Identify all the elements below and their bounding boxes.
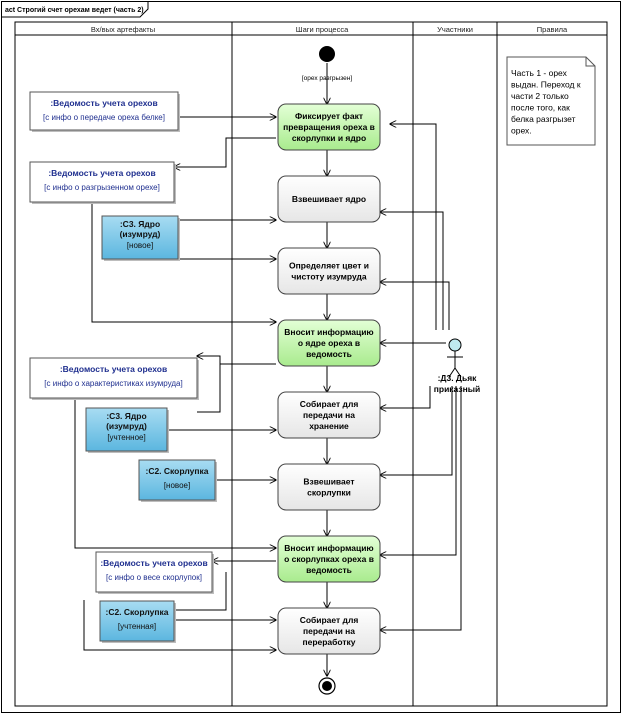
lane-title-artifacts: Вх/вых артефакты bbox=[91, 25, 155, 34]
object-box[interactable] bbox=[101, 215, 179, 260]
note-line: Часть 1 - орех bbox=[511, 68, 568, 78]
object-state: [новое] bbox=[127, 241, 153, 250]
action-box[interactable] bbox=[277, 607, 381, 655]
action-label: передачи на bbox=[303, 626, 355, 636]
action-label: ведомость bbox=[306, 565, 352, 575]
action-label: хранение bbox=[309, 421, 349, 431]
action-label: Взвешивает bbox=[303, 477, 354, 487]
action-label: скорлупки bbox=[307, 488, 351, 498]
object-node[interactable]: :Ведомость учета орехов [с инфо о характе… bbox=[29, 357, 199, 400]
object-node[interactable]: :С2. Скорлупка [новое] bbox=[138, 459, 217, 502]
object-name: :С2. Скорлупка bbox=[145, 466, 208, 476]
action-box[interactable] bbox=[277, 535, 381, 583]
lane-title-steps: Шаги процесса bbox=[296, 25, 349, 34]
object-box[interactable] bbox=[95, 551, 213, 593]
note-fold bbox=[585, 57, 595, 67]
action-label: передачи на bbox=[303, 410, 355, 420]
action-box[interactable] bbox=[277, 463, 381, 511]
action-box[interactable] bbox=[277, 247, 381, 295]
note-line: белка разгрызет bbox=[511, 114, 576, 124]
object-name: :Ведомость учета орехов bbox=[48, 168, 155, 178]
actor-head bbox=[448, 338, 462, 352]
object-node[interactable]: :С3. Ядро(изумруд) [учтенное] bbox=[85, 407, 169, 453]
object-name: :Ведомость учета орехов bbox=[100, 558, 207, 568]
object-box[interactable] bbox=[85, 407, 168, 452]
object-box[interactable] bbox=[138, 459, 216, 501]
actor-label: приказный bbox=[434, 384, 480, 394]
object-state: [с инфо о характеристиках изумруда] bbox=[44, 379, 182, 388]
note-line: выдан. Переход к bbox=[511, 80, 581, 90]
action-label: превращения ореха в bbox=[283, 122, 375, 132]
action-box[interactable] bbox=[277, 391, 381, 439]
action-label: о ядре ореха в bbox=[298, 338, 360, 348]
object-box[interactable] bbox=[99, 600, 175, 642]
nodes-layer: [орех разгрызен] Фиксирует фактпревращени… bbox=[29, 46, 596, 695]
object-state: [с инфо о разгрызенном орехе] bbox=[44, 183, 160, 192]
note-line: части 2 только bbox=[511, 91, 569, 101]
actor-leg-left bbox=[448, 367, 456, 378]
object-state: [с инфо о весе скорлупок] bbox=[106, 573, 202, 582]
action-label: о скорлупках ореха в bbox=[284, 554, 374, 564]
lane-title-rules: Правила bbox=[537, 25, 568, 34]
action-label: Взвешивает ядро bbox=[292, 194, 366, 204]
action-label: Вносит информацию bbox=[284, 327, 373, 337]
frame-tab bbox=[1, 1, 149, 18]
note-box bbox=[506, 56, 596, 146]
action-box[interactable] bbox=[277, 103, 381, 151]
action-label: Вносит информацию bbox=[284, 543, 373, 553]
action-label: скорлупки и ядро bbox=[292, 133, 366, 143]
lane-title-participants: Участники bbox=[437, 25, 473, 34]
action-label: Собирает для bbox=[300, 615, 359, 625]
object-name: :Ведомость учета орехов bbox=[60, 364, 167, 374]
object-name: :С2. Скорлупка bbox=[105, 607, 168, 617]
note-line: орех. bbox=[511, 126, 532, 136]
object-state: [учтенное] bbox=[107, 433, 145, 442]
action-label: чистоту изумруда bbox=[291, 272, 367, 282]
actor-leg-right bbox=[454, 367, 462, 378]
frame-title: act Строгий счет орехам ведет (часть 2) bbox=[5, 6, 144, 14]
object-node[interactable]: :Ведомость учета орехов [с инфо о передач… bbox=[29, 91, 180, 132]
final-node-core bbox=[322, 681, 332, 691]
object-state: [с инфо о передаче ореха белке] bbox=[43, 113, 165, 122]
object-node[interactable]: :Ведомость учета орехов [с инфо о весе ск… bbox=[95, 551, 214, 594]
action-node[interactable]: Взвешивает ядро bbox=[277, 175, 381, 223]
object-node[interactable]: :С2. Скорлупка [учтенная] bbox=[99, 600, 176, 643]
object-name: :Ведомость учета орехов bbox=[50, 98, 157, 108]
object-box[interactable] bbox=[29, 91, 179, 131]
initial-node bbox=[319, 46, 335, 62]
object-state: [учтенная] bbox=[118, 622, 156, 631]
swimlanes: Вх/вых артефакты Шаги процесса Участники… bbox=[14, 21, 608, 707]
object-box[interactable] bbox=[29, 357, 198, 399]
connectors bbox=[74, 63, 462, 676]
object-node[interactable]: :Ведомость учета орехов [с инфо о разгрыз… bbox=[29, 161, 176, 204]
object-name: (изумруд) bbox=[120, 229, 161, 239]
object-name: :С3. Ядро bbox=[120, 219, 160, 229]
action-label: Фиксирует факт bbox=[295, 111, 363, 121]
action-box[interactable] bbox=[277, 175, 381, 223]
object-state: [новое] bbox=[164, 481, 190, 490]
action-box[interactable] bbox=[277, 319, 381, 367]
action-label: ведомость bbox=[306, 349, 352, 359]
object-box[interactable] bbox=[29, 161, 175, 203]
action-label: Собирает для bbox=[300, 399, 359, 409]
guard-label: [орех разгрызен] bbox=[302, 75, 352, 82]
object-name: :С3. Ядро bbox=[106, 411, 146, 421]
action-label: Определяет цвет и bbox=[289, 261, 369, 271]
action-label: переработку bbox=[302, 637, 355, 647]
object-node[interactable]: :С3. Ядро(изумруд) [новое] bbox=[101, 215, 180, 261]
actor-label: :Д3. Дьяк bbox=[438, 373, 478, 383]
note-line: после того, как bbox=[511, 103, 570, 113]
object-name: (изумруд) bbox=[106, 421, 147, 431]
